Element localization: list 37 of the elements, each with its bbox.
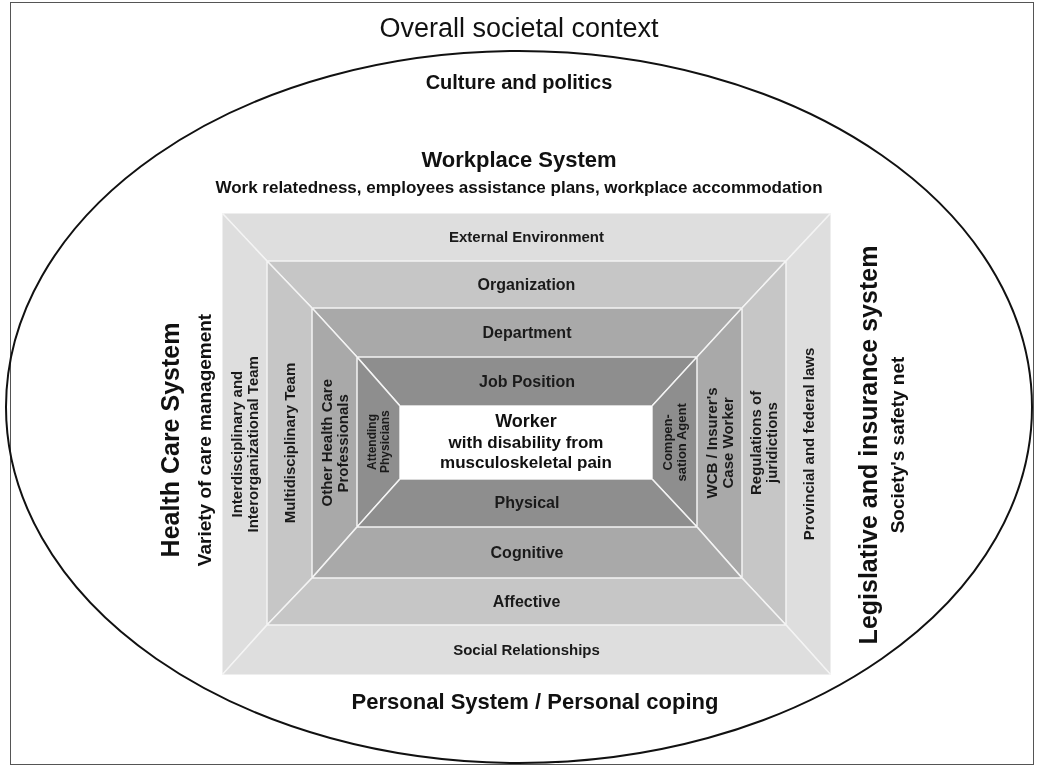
band-label: Physical — [494, 494, 560, 512]
band-label: Interdisciplinary and Interorganizational Team — [228, 354, 261, 535]
trapezoid-band — [267, 578, 786, 625]
trapezoid-band — [222, 213, 267, 675]
trapezoid-band — [222, 213, 831, 261]
trapezoid-band — [222, 625, 831, 675]
trapezoid-band — [786, 213, 831, 675]
system-label: Culture and politics — [425, 70, 613, 94]
band-label: Social Relationships — [453, 642, 600, 658]
band-label: Compen- sation Agent — [660, 401, 689, 484]
band-label: Organization — [477, 276, 576, 293]
system-label: Workplace System — [421, 147, 617, 173]
system-label: Work relatedness, employees assistance plans, workplace accommodation — [215, 178, 823, 198]
band-label: Multidisciplinary Team — [281, 362, 298, 524]
band-label: Provincial and federal laws — [800, 347, 817, 541]
trapezoid-band — [267, 261, 786, 308]
system-label: Society's safety net — [887, 356, 909, 534]
band-label: Affective — [492, 593, 561, 610]
band-label: Cognitive — [490, 544, 564, 561]
system-label: Personal System / Personal coping — [351, 689, 719, 715]
band-label: Regulations of juridictions — [748, 389, 780, 498]
center-text: with disability from musculoskeletal pain — [439, 432, 613, 474]
band-label: WCB / Insurer's Case Worker — [703, 386, 736, 501]
trapezoid-band — [742, 261, 786, 625]
diagram-heading: Overall societal context — [379, 12, 659, 44]
center-heading: Worker — [494, 411, 558, 433]
system-label: Health Care System — [155, 322, 185, 558]
trapezoid-band — [267, 261, 312, 625]
system-label: Legislative and insurance system — [853, 245, 883, 645]
system-label: Variety of care management — [194, 313, 216, 567]
band-label: External Environment — [449, 229, 604, 245]
trapezoid-band — [312, 308, 742, 357]
band-label: Job Position — [479, 373, 575, 390]
trapezoid-band — [312, 527, 742, 578]
band-label: Department — [482, 324, 572, 341]
band-label: Other Health Care Professionals — [318, 378, 351, 509]
band-label: Attending Physicians — [365, 409, 392, 476]
